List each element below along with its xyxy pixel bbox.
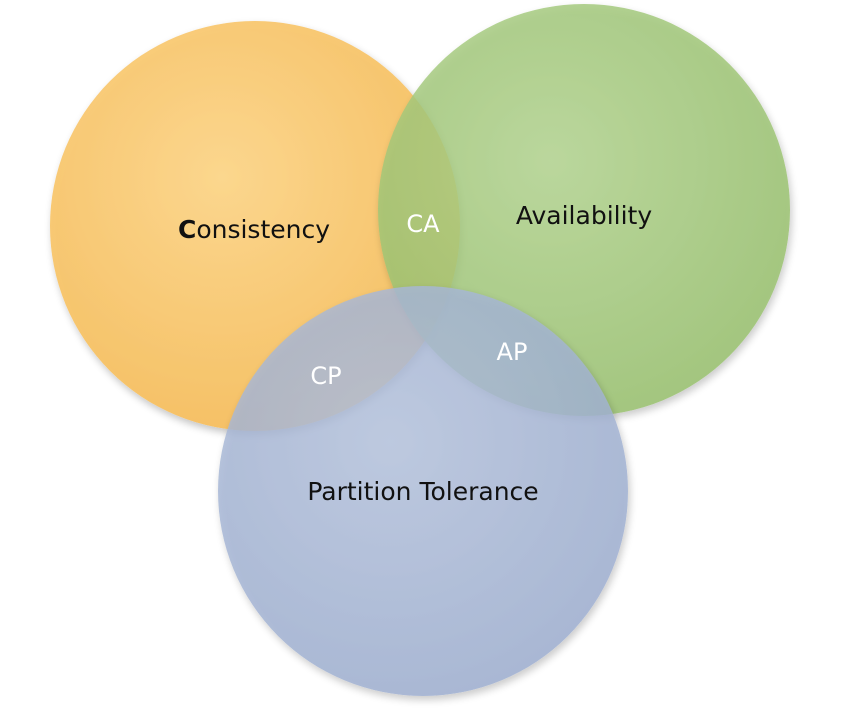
consistency-label-rest: onsistency — [196, 215, 330, 244]
ap-overlap-label: AP — [497, 338, 528, 366]
consistency-label-lead: C — [178, 215, 196, 244]
consistency-label: Consistency — [178, 215, 330, 244]
ca-overlap-label: CA — [406, 210, 440, 238]
partition-tolerance-set — [218, 286, 628, 696]
partition-tolerance-label: Partition Tolerance — [307, 477, 538, 506]
partition-tolerance-circle — [218, 286, 628, 696]
availability-label: Availability — [516, 201, 652, 230]
cp-overlap-label: CP — [310, 362, 341, 390]
